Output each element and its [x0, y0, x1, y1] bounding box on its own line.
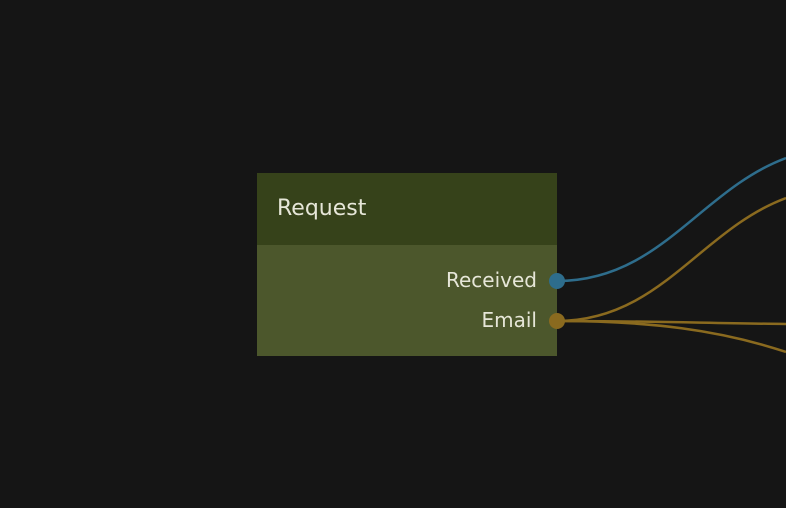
output-label-email: Email: [481, 308, 538, 332]
wire-email-3[interactable]: [556, 319, 786, 354]
node-header[interactable]: Request: [257, 173, 557, 245]
output-port-email[interactable]: [549, 313, 565, 329]
output-port-received[interactable]: [549, 273, 565, 289]
request-node[interactable]: Request Received Email: [257, 173, 557, 356]
node-body: Received Email: [257, 245, 557, 356]
output-label-received: Received: [446, 268, 537, 292]
wire-email-1[interactable]: [556, 196, 786, 323]
node-title: Request: [277, 196, 367, 221]
wire-received[interactable]: [556, 156, 786, 283]
